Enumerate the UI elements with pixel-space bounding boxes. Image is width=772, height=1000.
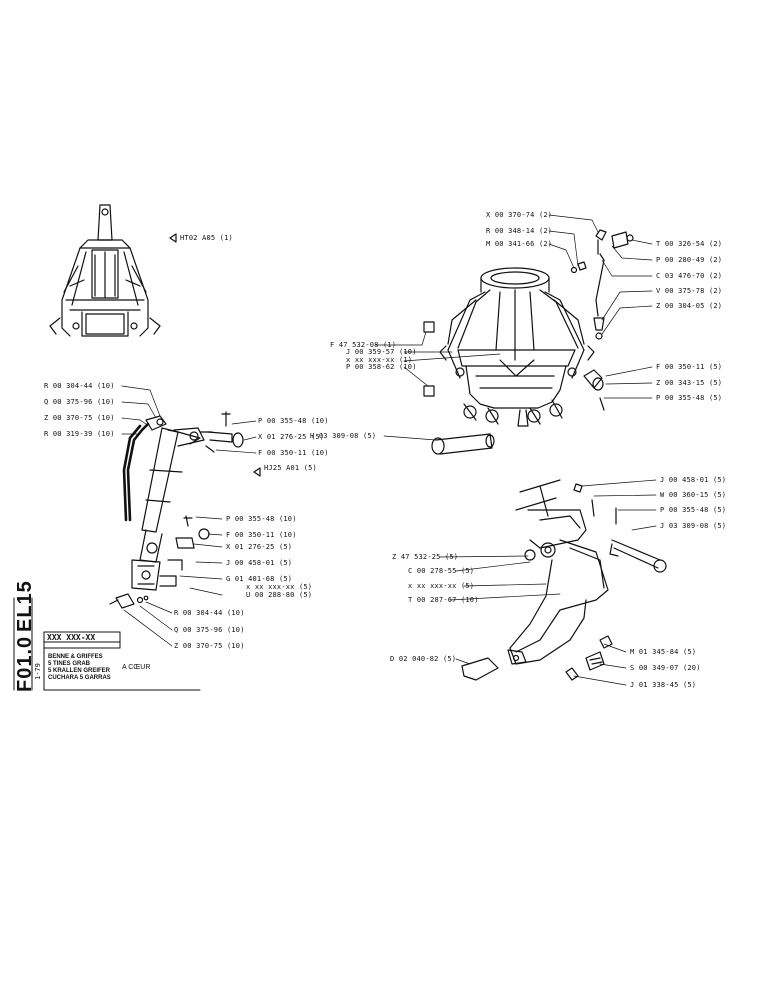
callout-top-left-ref: HT02 A05 (1) <box>180 234 233 242</box>
grab-assembly-thumbnail <box>49 204 161 337</box>
callout-claw-right: J 00 458-01 (5) <box>660 476 727 484</box>
callout-top-right: C 03 476-70 (2) <box>656 272 723 280</box>
callout-top-right: X 00 370-74 (2) <box>486 211 553 219</box>
callout-mid-left: P 00 358-62 (10) <box>346 363 417 371</box>
hydraulic-cylinder-group <box>109 411 244 609</box>
arrow-marker-cyl <box>253 467 261 477</box>
callout-mid-right: F 00 350-11 (5) <box>656 363 723 371</box>
callout-claw-left: x xx xxx-xx (5) <box>408 582 475 590</box>
callout-claw-right: W 00 360-15 (5) <box>660 491 727 499</box>
callout-lower-mid: G 01 401-68 (5) <box>226 575 293 583</box>
title-de: 5 KRALLEN GREIFER <box>48 668 111 674</box>
title-fr: BENNE & GRIFFES <box>48 654 103 660</box>
callout-lower-mid: F 00 350-11 (10) <box>226 531 297 539</box>
sheet-date: 1-79 <box>34 663 42 680</box>
callout-left: R 00 304-44 (10) <box>44 382 115 390</box>
part-number-mask: XXX XXX-XX <box>47 633 96 642</box>
callout-top-right: V 00 375-78 (2) <box>656 287 723 295</box>
callout-lower-left: R 00 304-44 (10) <box>174 609 245 617</box>
leader-lines <box>121 214 657 686</box>
callout-claw-bottom: M 01 345-84 (5) <box>630 648 697 656</box>
callout-top-right: Z 00 304-05 (2) <box>656 302 723 310</box>
callout-lower-mid: X 01 276-25 (5) <box>226 543 293 551</box>
callout-mid-left: F 47 532-08 (1) <box>330 341 397 349</box>
callout-cylinder: F 00 350-11 (10) <box>258 449 329 457</box>
callout-pin: H 03 309-08 (5) <box>310 432 377 440</box>
callout-lower-mid: J 00 458-01 (5) <box>226 559 293 567</box>
callout-claw-bottom: J 01 338-45 (5) <box>630 681 697 689</box>
callout-lower-mid: U 00 288-80 (5) <box>246 591 313 599</box>
callout-lower-mid: P 00 355-48 (10) <box>226 515 297 523</box>
callout-cylinder: X 01 276-25 (5) <box>258 433 325 441</box>
callout-top-right: T 00 326-54 (2) <box>656 240 723 248</box>
subtitle: A CŒUR <box>122 664 151 671</box>
claw-tine-assembly <box>461 479 667 681</box>
grab-frame-main <box>423 229 634 455</box>
title-es: CUCHARA 5 GARRAS <box>48 675 111 681</box>
callout-mid-right: Z 00 343-15 (5) <box>656 379 723 387</box>
callout-claw-right: J 03 309-08 (5) <box>660 522 727 530</box>
callout-lower-left: Q 00 375-96 (10) <box>174 626 245 634</box>
callout-top-right: M 00 341-66 (2) <box>486 240 553 248</box>
callout-top-right: R 00 348-14 (2) <box>486 227 553 235</box>
callout-lower-mid: x xx xxx-xx (5) <box>246 583 313 591</box>
callout-mid-left: x xx xxx-xx (1) <box>346 356 413 364</box>
callout-claw-left: C 00 278-55 (5) <box>408 567 475 575</box>
arrow-marker-top <box>169 233 177 243</box>
callout-lower-left: Z 00 370-75 (10) <box>174 642 245 650</box>
callout-claw-right: P 00 355-48 (5) <box>660 506 727 514</box>
title-en: 5 TINES GRAB <box>48 661 91 667</box>
title-block <box>13 597 201 691</box>
callout-cylinder: P 00 355-48 (10) <box>258 417 329 425</box>
sheet-code-1: EL15 <box>14 580 36 632</box>
callout-tooth: D 02 040-82 (5) <box>390 655 457 663</box>
callout-mid-right: P 00 355-48 (5) <box>656 394 723 402</box>
callout-mid-left: J 00 359-57 (10) <box>346 348 417 356</box>
callout-cylinder: HJ25 A01 (5) <box>264 464 317 472</box>
callout-claw-left: Z 47 532-25 (5) <box>392 553 459 561</box>
callout-claw-bottom: S 00 349-07 (20) <box>630 664 701 672</box>
callout-left: Z 00 370-75 (10) <box>44 414 115 422</box>
callout-top-right: P 00 280-49 (2) <box>656 256 723 264</box>
callout-claw-left: T 00 287-67 (10) <box>408 596 479 604</box>
callout-left: R 00 319-39 (10) <box>44 430 115 438</box>
callout-left: Q 00 375-96 (10) <box>44 398 115 406</box>
